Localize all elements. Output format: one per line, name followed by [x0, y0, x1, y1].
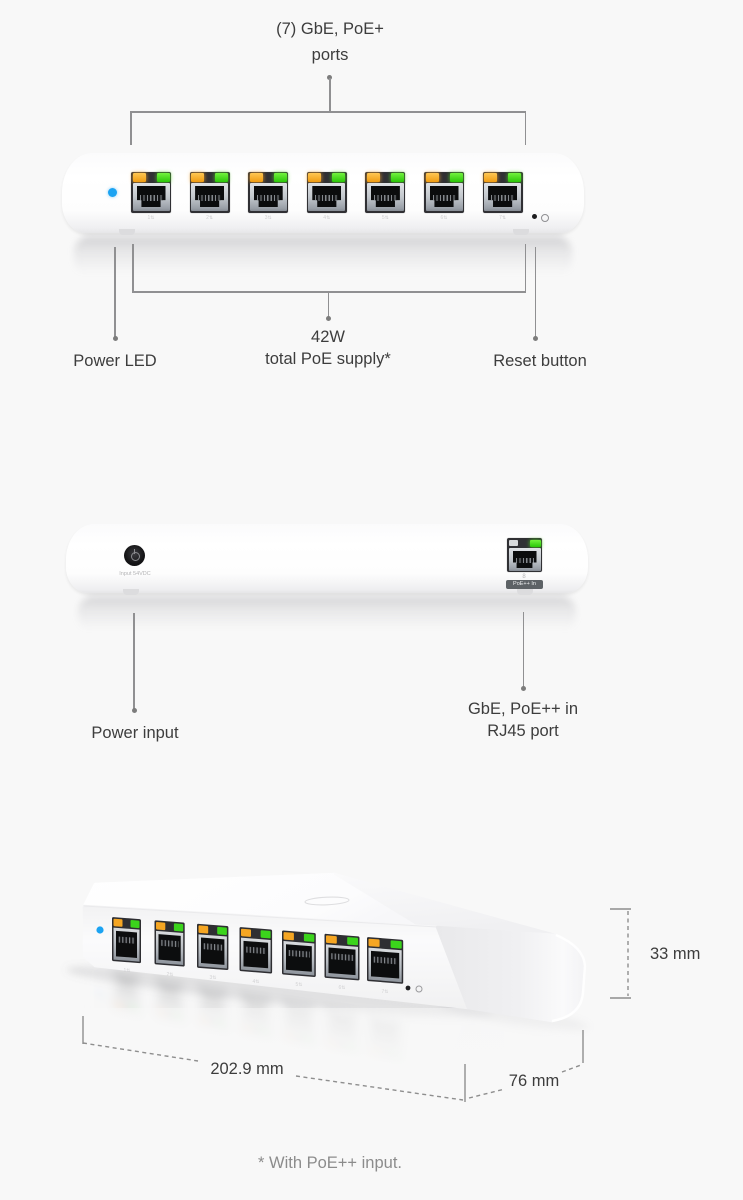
rj45in-dot [521, 686, 526, 691]
port-label-6: 6⇅ [440, 215, 448, 221]
port-labels-3d: 1⇅ 2⇅ 3⇅ 4⇅ 5⇅ 6⇅ 7⇅ [124, 968, 389, 995]
port-label-3: 3⇅ [264, 215, 272, 221]
svg-text:6⇅: 6⇅ [339, 985, 346, 991]
callout-dot [327, 75, 332, 80]
reset-ring-icon [541, 213, 549, 222]
svg-text:2⇅: 2⇅ [167, 972, 174, 978]
poe-supply-label: 42W total PoE supply* [228, 326, 428, 370]
rj45-port-1 [131, 171, 171, 213]
callout-tick-left [130, 111, 132, 145]
svg-text:5⇅: 5⇅ [296, 982, 303, 988]
rj45-in-line1: GbE, PoE++ in [467, 700, 579, 718]
footnote: * With PoE++ input. [258, 1154, 402, 1172]
back-reflection [78, 596, 576, 632]
port-label-4: 4⇅ [323, 215, 331, 221]
port-label-7: 7⇅ [499, 215, 507, 221]
rj45-in-line2: RJ45 port [487, 722, 559, 740]
rj45-port-7 [482, 171, 523, 213]
rj45-port-2 [189, 171, 230, 213]
powerled-line [114, 247, 116, 339]
power-input-jack [124, 545, 145, 566]
reset-dot-marker [533, 336, 538, 341]
poe-bracket-tick-right [524, 244, 526, 292]
poe-bracket-tick-left [132, 244, 134, 292]
power-led-label: Power LED [73, 352, 157, 370]
callout-tick-right [524, 111, 526, 145]
rj45-port-8 [507, 538, 542, 572]
ports-callout-line1: (7) GbE, PoE+ [276, 20, 384, 38]
svg-text:7⇅: 7⇅ [382, 989, 389, 995]
poe-supply-line2: total PoE supply* [265, 350, 391, 368]
poe-stem [327, 291, 329, 317]
powerinput-dot [131, 708, 137, 713]
length-dimension-lines [82, 1016, 466, 1102]
svg-text:4⇅: 4⇅ [253, 979, 260, 985]
length-dimension: 202.9 mm [210, 1060, 283, 1078]
ports-callout-line2: ports [311, 46, 349, 64]
back-foot-right [517, 589, 533, 595]
reset-line [534, 247, 536, 339]
front-foot-right [513, 229, 529, 235]
poe-in-badge: PoE++ In [506, 580, 543, 589]
rj45-port-4 [306, 171, 347, 213]
height-dimension: 33 mm [650, 945, 700, 963]
rj45-in-label: GbE, PoE++ in RJ45 port [423, 698, 623, 742]
depth-dimension-lines [468, 1030, 584, 1099]
height-dimension-lines [610, 908, 631, 999]
port-label-1: 1⇅ [147, 215, 155, 221]
port-label-5: 5⇅ [381, 215, 389, 221]
depth-dimension: 76 mm [509, 1072, 559, 1090]
perspective-view: 1⇅ 2⇅ 3⇅ 4⇅ 5⇅ 6⇅ 7⇅ 33 mm 202.9 mm [40, 872, 730, 1120]
power-icon-line [133, 549, 136, 554]
rj45in-line [522, 612, 524, 687]
svg-text:1⇅: 1⇅ [124, 968, 131, 974]
rj45-port-6 [424, 171, 464, 213]
callout-stem [329, 78, 331, 111]
port-label-2: 2⇅ [206, 215, 214, 221]
poe-dot [325, 316, 331, 321]
powerinput-line [133, 613, 135, 711]
poe-supply-line1: 42W [311, 328, 345, 346]
power-led [108, 188, 117, 197]
poe-bracket [132, 291, 526, 293]
back-foot-left [123, 589, 139, 595]
ports-callout-label: (7) GbE, PoE+ ports [230, 16, 430, 68]
svg-text:3⇅: 3⇅ [210, 975, 217, 981]
powerled-dot [112, 336, 118, 341]
switch-back-body [66, 524, 588, 593]
port8-number: 8 [522, 574, 526, 580]
callout-bracket [130, 111, 526, 113]
power-jack-text: Input 54VDC [119, 571, 151, 577]
rj45-port-3 [248, 171, 289, 213]
rj45-port-5 [365, 171, 406, 213]
reset-label: Reset button [493, 352, 587, 370]
reset-button [532, 214, 537, 219]
power-input-label: Power input [91, 724, 179, 742]
front-foot-left [119, 229, 135, 235]
front-reflection [74, 236, 572, 276]
